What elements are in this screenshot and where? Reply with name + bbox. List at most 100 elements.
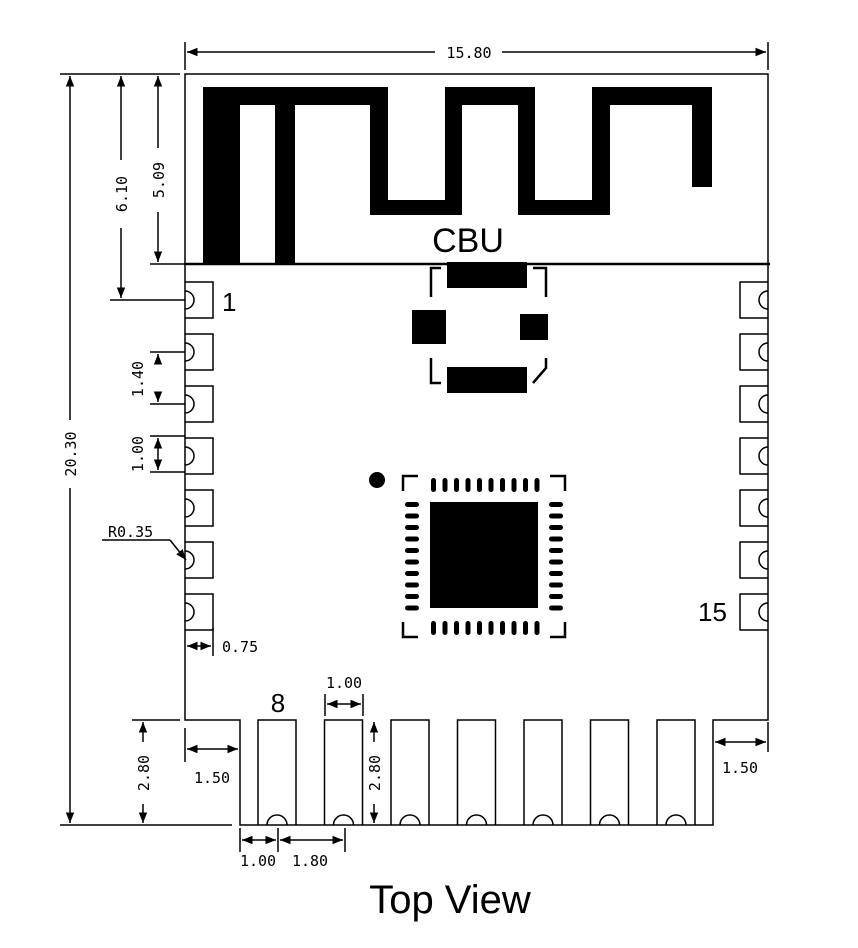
pin-8-label: 8 [271,688,285,718]
left-pad-3 [184,385,214,423]
qfn-bottom-pad [454,621,459,635]
qfn-right-pad [549,559,563,565]
bottom-pad-4 [456,719,497,826]
dim-left-step-label: 1.50 [194,769,230,787]
qfn-left-pad [405,513,419,519]
qfn-bottom-pad [477,621,482,635]
bottom-pad-3 [390,719,430,826]
qfn-bottom-pad [442,621,448,635]
qfn-left-pad [405,536,419,542]
qfn-top-pad [454,478,459,492]
qfn-bottom-pad [465,621,471,635]
qfn-right-pad [549,513,563,519]
bottom-pad-1 [257,719,297,826]
bottom-pad-6 [589,719,630,826]
dim-bottom-pitch: 1.00 1.80 [239,828,346,870]
exposed-thermal-pad [430,502,538,608]
qfn-left-pad [405,548,419,553]
left-pad-6 [184,541,214,579]
qfn-top-pad [534,478,540,492]
qfn-left-pad [405,559,419,565]
module-name-label: CBU [432,222,504,260]
right-pad-3 [739,385,769,423]
qfn-chip-footprint [369,472,567,639]
right-pad-7 [739,593,769,631]
bottom-pad-5 [523,719,563,826]
qfn-right-pad [549,605,563,611]
qfn-top-pad [477,478,482,492]
dim-bottom-pad-length-right: 2.80 [366,722,384,823]
left-pad-1 [184,281,214,319]
dim-bottom-pad-width: 1.00 [324,674,364,716]
dim-pad-radius: R0.35 [102,523,187,561]
qfn-right-pad [549,536,563,542]
qfn-right-pad [549,594,563,599]
dim-bottom-pad-width-lower-label: 1.00 [240,852,276,870]
qfn-top-pad [511,478,517,492]
qfn-right-pad [549,502,563,507]
left-pad-4 [184,437,214,475]
qfn-top-pad [442,478,448,492]
qfn-top-pad [500,478,505,492]
bottom-pads [257,719,696,826]
left-pad-2 [184,333,214,371]
right-pad-2 [739,333,769,371]
qfn-right-pad [549,548,563,553]
crystal-footprint [412,262,548,393]
dim-overall-width-label: 15.80 [446,44,491,62]
dim-left-step: 1.50 [184,728,238,787]
qfn-left-pad [405,571,419,576]
left-pad-5 [184,489,214,527]
qfn-left-pad [405,525,419,530]
dim-bottom-pad-length: 2.80 [132,719,180,823]
left-pad-7 [184,593,214,631]
dim-antenna-height: 5.09 [150,76,185,265]
qfn-right-pad [549,525,563,530]
dim-overall-height: 20.30 [60,73,232,826]
bottom-pad-7 [656,719,696,826]
dim-pin-pitch-side-label: 1.40 [129,361,147,397]
pin1-indicator-dot [369,472,385,488]
qfn-bottom-pad [534,621,540,635]
dim-antenna-zone-label: 6.10 [113,176,131,212]
dim-overall-width: 15.80 [184,42,769,70]
dim-antenna-zone: 6.10 [110,76,185,301]
right-pad-1 [739,281,769,319]
qfn-bottom-pad [523,621,528,635]
dim-pad-width-side: 1.00 [129,435,185,473]
dim-pin-pitch-side: 1.40 [129,351,185,405]
qfn-bottom-pad [488,621,494,635]
right-pad-4 [739,437,769,475]
dim-pad-edge-offset: 0.75 [187,628,258,656]
dim-bottom-pad-length-right-label: 2.80 [366,755,384,791]
dim-right-step: 1.50 [715,722,769,777]
dim-overall-height-label: 20.30 [62,431,80,476]
dim-antenna-height-label: 5.09 [150,162,168,198]
bottom-pad-2 [323,719,364,826]
dim-pad-edge-offset-label: 0.75 [222,638,258,656]
qfn-right-pad [549,571,563,576]
right-pad-6 [739,541,769,579]
qfn-top-pad [488,478,494,492]
dim-bottom-pad-width-label: 1.00 [326,674,362,692]
dim-pad-width-side-label: 1.00 [129,436,147,472]
right-castellated-pads [739,281,769,631]
qfn-left-pad [405,605,419,611]
qfn-bottom-pad [431,621,436,635]
right-pad-5 [739,489,769,527]
qfn-bottom-pad [500,621,505,635]
pcb-antenna-trace [203,87,712,264]
view-caption: Top View [369,878,531,922]
qfn-left-pad [405,502,419,507]
dim-right-step-label: 1.50 [722,759,758,777]
dim-pad-radius-label: R0.35 [108,523,153,541]
dim-bottom-pad-length-label: 2.80 [135,755,153,791]
qfn-top-pad [465,478,471,492]
qfn-right-pad [549,582,563,588]
pin-1-label: 1 [222,287,236,317]
qfn-left-pad [405,582,419,588]
qfn-top-pad [523,478,528,492]
left-castellated-pads [184,281,214,631]
qfn-top-pad [431,478,436,492]
